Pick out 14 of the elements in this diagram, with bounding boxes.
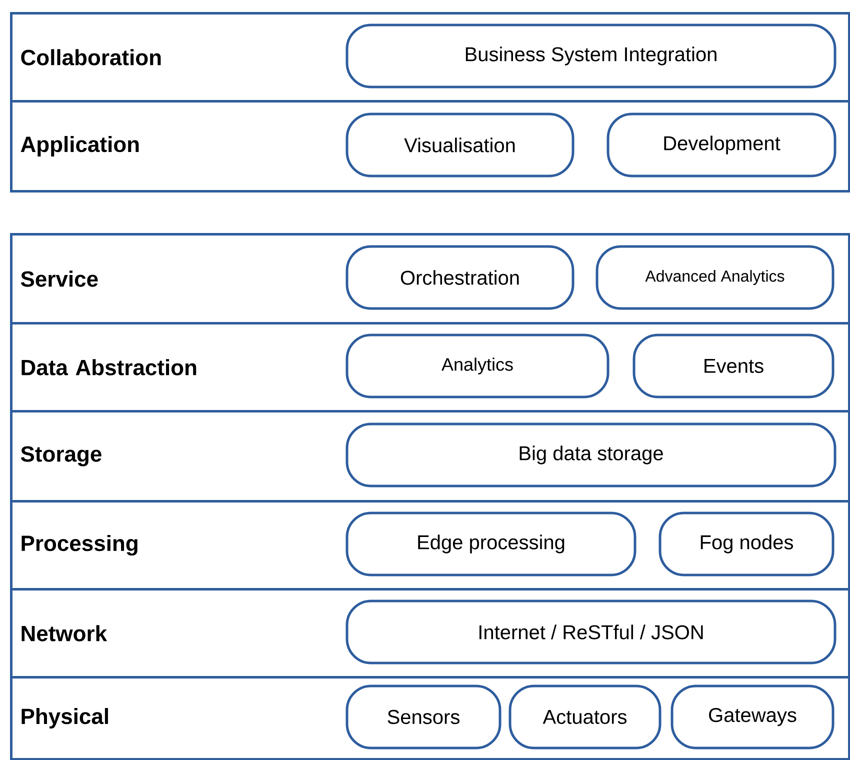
- component-pill: Orchestration: [346, 245, 574, 310]
- component-pill: Advanced Analytics: [596, 245, 834, 310]
- component-pill: Gateways: [670, 684, 834, 750]
- component-pill: Events: [632, 334, 834, 398]
- component-pill: Analytics: [346, 334, 610, 398]
- component-pill: Edge processing: [346, 512, 636, 576]
- component-pill: Sensors: [346, 684, 502, 750]
- component-pill: Visualisation: [346, 112, 574, 178]
- component-pill: Big data storage: [346, 422, 836, 488]
- component-pill: Actuators: [508, 684, 662, 750]
- component-pill: Fog nodes: [658, 512, 834, 576]
- component-pill: Internet / ReSTful / JSON: [346, 600, 836, 664]
- component-pill: Business System Integration: [346, 24, 836, 88]
- component-pill: Development: [606, 112, 836, 178]
